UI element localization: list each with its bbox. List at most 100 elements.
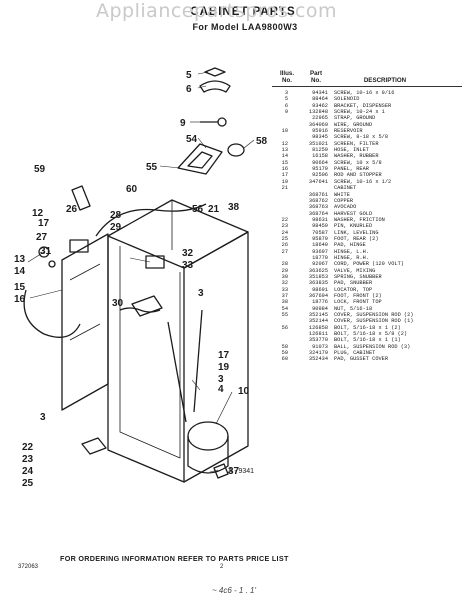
part-no-cell: 324179 bbox=[308, 350, 328, 357]
illus-no-cell: 28 bbox=[281, 261, 288, 268]
callout-28: 28 bbox=[110, 210, 122, 221]
callout-31: 31 bbox=[40, 246, 52, 257]
description-cell: WIRE, GROUND bbox=[334, 121, 373, 128]
parts-row: 352144 COVER, SUSPENSION ROD (1) bbox=[272, 318, 468, 324]
power-cord-part bbox=[95, 203, 207, 237]
callout-26: 26 bbox=[66, 204, 78, 215]
description-cell: COVER, SUSPENSION ROD (2) bbox=[334, 312, 414, 319]
description-cell: COVER, SUSPENSION ROD (1) bbox=[334, 318, 414, 325]
part-no-cell: 98459 bbox=[312, 223, 328, 230]
callout-22: 22 bbox=[22, 442, 34, 453]
callout-3: 3 bbox=[218, 374, 224, 385]
description-cell: SPRING, SNUBBER bbox=[334, 273, 382, 280]
illus-no-cell: 3 bbox=[284, 90, 288, 96]
part-no-cell: 95179 bbox=[312, 166, 328, 173]
callout-54: 54 bbox=[186, 134, 198, 145]
description-cell: COPPER bbox=[334, 197, 354, 204]
document-code: 372063 bbox=[18, 564, 39, 570]
illus-no-cell: 13 bbox=[281, 147, 288, 154]
illus-no-cell: 10 bbox=[281, 128, 288, 135]
dispenser-bracket-part bbox=[199, 80, 231, 93]
rear-foot-part bbox=[81, 437, 107, 455]
snubber-pad-part bbox=[145, 255, 165, 269]
part-no-cell: 98631 bbox=[312, 216, 328, 223]
description-cell: HINGE, R.H. bbox=[334, 254, 369, 261]
rear-panel-part bbox=[61, 233, 109, 411]
part-no-cell: 352144 bbox=[308, 318, 328, 325]
callout-5: 5 bbox=[186, 70, 192, 81]
description-cell: SCREW, 10 x 5/8 bbox=[334, 159, 382, 166]
description-cell: SCREW, 10-16 x 1/2 bbox=[334, 178, 392, 185]
part-no-cell: 98345 bbox=[312, 134, 328, 141]
description-cell: CORD, POWER (120 VOLT) bbox=[334, 261, 404, 268]
description-cell: BOLT, 5/16-18 x 1 (2) bbox=[334, 324, 401, 331]
front-foot-part bbox=[213, 463, 229, 479]
illus-no-cell: 12 bbox=[281, 140, 288, 147]
description-cell: AVOCADO bbox=[334, 204, 357, 211]
callout-17: 17 bbox=[218, 350, 230, 361]
illus-no-cell: 54 bbox=[281, 305, 288, 312]
part-no-cell: 22965 bbox=[312, 115, 328, 122]
description-cell: ROD AND STOPPER bbox=[334, 172, 382, 179]
parts-row: 13 81259 HOSE, INLET bbox=[272, 147, 468, 153]
callout-25: 25 bbox=[22, 478, 34, 489]
callout-3: 3 bbox=[40, 412, 46, 423]
illus-no-cell: 23 bbox=[281, 223, 288, 230]
illus-no-cell: 14 bbox=[281, 153, 288, 160]
part-no-cell: 81259 bbox=[312, 147, 328, 154]
description-cell: WASHER, RUBBER bbox=[334, 153, 379, 160]
description-cell: FOOT, FRONT (2) bbox=[334, 293, 382, 299]
illus-no-cell: 16 bbox=[281, 166, 288, 173]
cabinet-right-wall bbox=[183, 231, 249, 483]
part-no-cell: 352145 bbox=[308, 312, 328, 319]
description-cell: PLUG, CABINET bbox=[334, 350, 376, 357]
knurled-pin-part bbox=[48, 260, 56, 268]
illus-no-cell: 59 bbox=[281, 350, 288, 357]
callout-15: 15 bbox=[14, 282, 26, 293]
callout-37: 37 bbox=[228, 466, 240, 477]
description-cell: HOSE, INLET bbox=[334, 147, 369, 154]
illus-no-cell: 21 bbox=[281, 185, 288, 192]
illus-no-cell: 6 bbox=[284, 102, 288, 109]
part-no-cell: 368764 bbox=[308, 210, 328, 217]
part-no-cell: 18770 bbox=[312, 254, 328, 261]
part-no-cell: 126858 bbox=[308, 324, 328, 331]
illus-no-cell: 33 bbox=[281, 286, 288, 293]
description-cell: VALVE, MIXING bbox=[334, 267, 376, 274]
part-no-cell: 70587 bbox=[312, 229, 328, 236]
snubber-spring-part bbox=[119, 307, 161, 313]
callout-38: 38 bbox=[228, 202, 240, 213]
illus-header-line2: No. bbox=[282, 77, 292, 84]
illus-no-cell: 60 bbox=[281, 356, 288, 363]
figure-id: A - 9341 bbox=[228, 468, 255, 475]
reservoir-part bbox=[187, 421, 229, 451]
illus-no-cell: 24 bbox=[281, 229, 288, 236]
description-cell: PAD, SNUBBER bbox=[334, 280, 373, 287]
parts-row: 59 324179 PLUG, CABINET bbox=[272, 350, 468, 356]
callout-23: 23 bbox=[22, 454, 34, 465]
gusset-cover-inner bbox=[187, 151, 213, 169]
description-cell: PIN, KNURLED bbox=[334, 223, 373, 230]
description-cell: BOLT, 5/16-18 x 5/8 (2) bbox=[334, 331, 408, 338]
